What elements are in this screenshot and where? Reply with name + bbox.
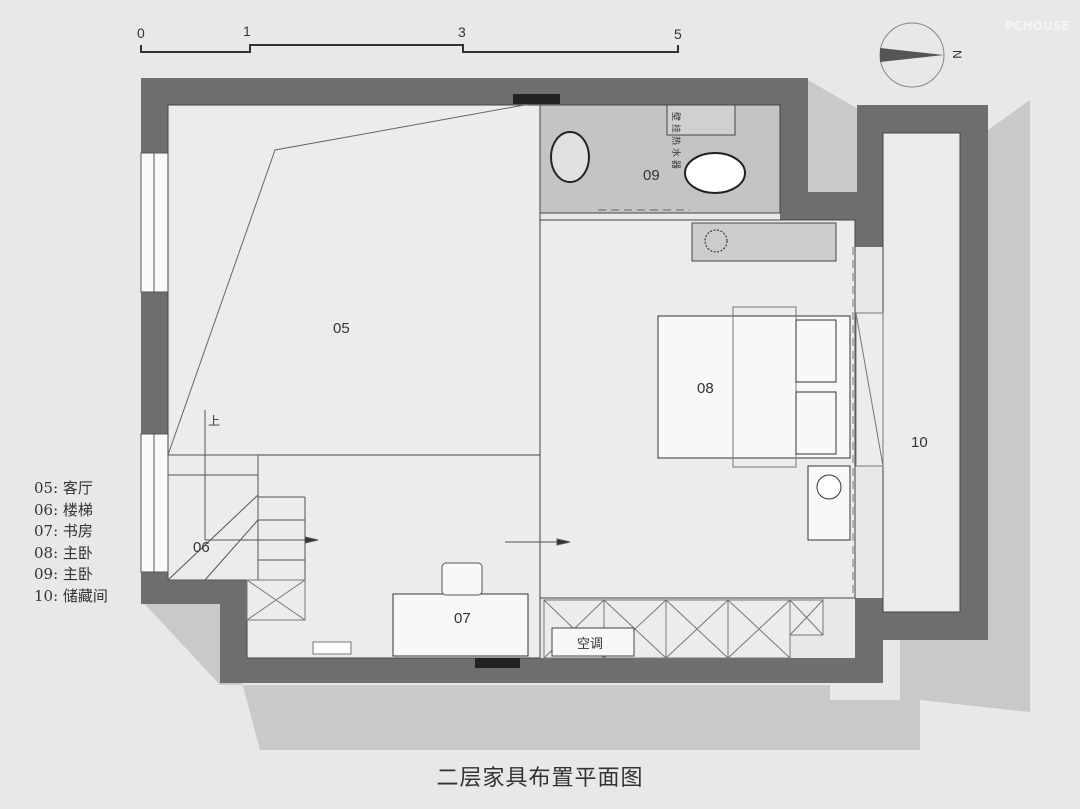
walls [141, 78, 988, 683]
watermark: PCHOUSE [1005, 19, 1069, 33]
north-compass-icon: N [879, 22, 964, 88]
page-title: 二层家具布置平面图 [436, 766, 644, 791]
water-heater-label: 壁挂热水器 [671, 112, 682, 172]
svg-text:1: 1 [243, 23, 251, 39]
water-heater [666, 104, 736, 136]
label-08: 08 [697, 380, 714, 397]
stairs-up-label: 上 [208, 414, 220, 428]
bed [657, 306, 851, 541]
room-05 [167, 104, 541, 456]
door-top [513, 94, 560, 104]
scale-bar: 0 1 3 5 [137, 23, 682, 53]
svg-text:3: 3 [458, 24, 466, 40]
legend: 05: 客厅 06: 楼梯 07: 书房 08: 主卧 09: 主卧 10: 储… [34, 478, 108, 607]
label-06: 06 [193, 539, 210, 556]
toilet [684, 152, 746, 194]
stairs [167, 410, 571, 581]
label-09: 09 [643, 167, 660, 184]
legend-item: 08: 主卧 [34, 543, 93, 562]
windows [140, 152, 169, 573]
svg-text:5: 5 [674, 26, 682, 42]
radiator [312, 641, 352, 655]
wardrobe [246, 312, 884, 659]
plant-icon [704, 229, 728, 253]
svg-text:0: 0 [137, 25, 145, 41]
chair [441, 562, 483, 596]
legend-item: 07: 书房 [34, 522, 93, 540]
label-05: 05 [333, 320, 350, 337]
legend-item: 06: 楼梯 [34, 500, 93, 519]
label-10: 10 [911, 434, 928, 451]
vanity [691, 222, 837, 262]
air-conditioner [551, 627, 635, 657]
legend-item: 10: 储藏间 [34, 586, 108, 605]
sink [550, 131, 590, 183]
ac-label: 空调 [577, 636, 603, 651]
room-10 [882, 132, 961, 613]
door-bottom [475, 658, 520, 668]
legend-item: 05: 客厅 [34, 479, 93, 497]
legend-item: 09: 主卧 [34, 565, 93, 583]
desk [392, 593, 529, 657]
svg-text:N: N [950, 50, 964, 59]
label-07: 07 [454, 610, 471, 627]
